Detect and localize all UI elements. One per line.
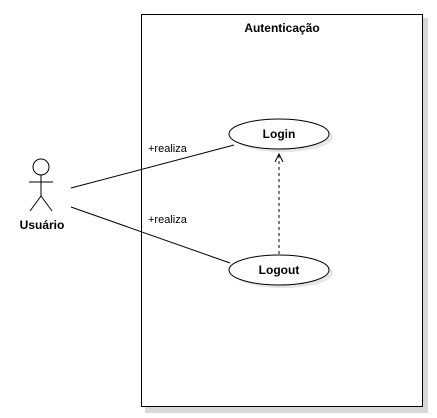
usecase-login-label: Login xyxy=(263,127,296,141)
usecase-login[interactable] xyxy=(228,118,330,150)
usecase-logout[interactable] xyxy=(228,254,330,286)
system-boundary[interactable] xyxy=(141,14,423,407)
association-login[interactable] xyxy=(70,144,235,189)
dependency-arrowhead xyxy=(274,152,284,163)
actor-head xyxy=(32,158,50,176)
actor-usuario[interactable]: Usuário xyxy=(20,158,65,232)
association-login-label: +realiza xyxy=(148,143,188,155)
association-logout-label: +realiza xyxy=(148,214,188,226)
actor-right-leg xyxy=(40,195,53,212)
actor-left-leg xyxy=(29,195,42,212)
association-logout[interactable] xyxy=(70,206,231,264)
actor-label: Usuário xyxy=(20,218,65,232)
system-title: Autenticação xyxy=(244,21,319,35)
usecase-logout-label: Logout xyxy=(259,263,300,277)
